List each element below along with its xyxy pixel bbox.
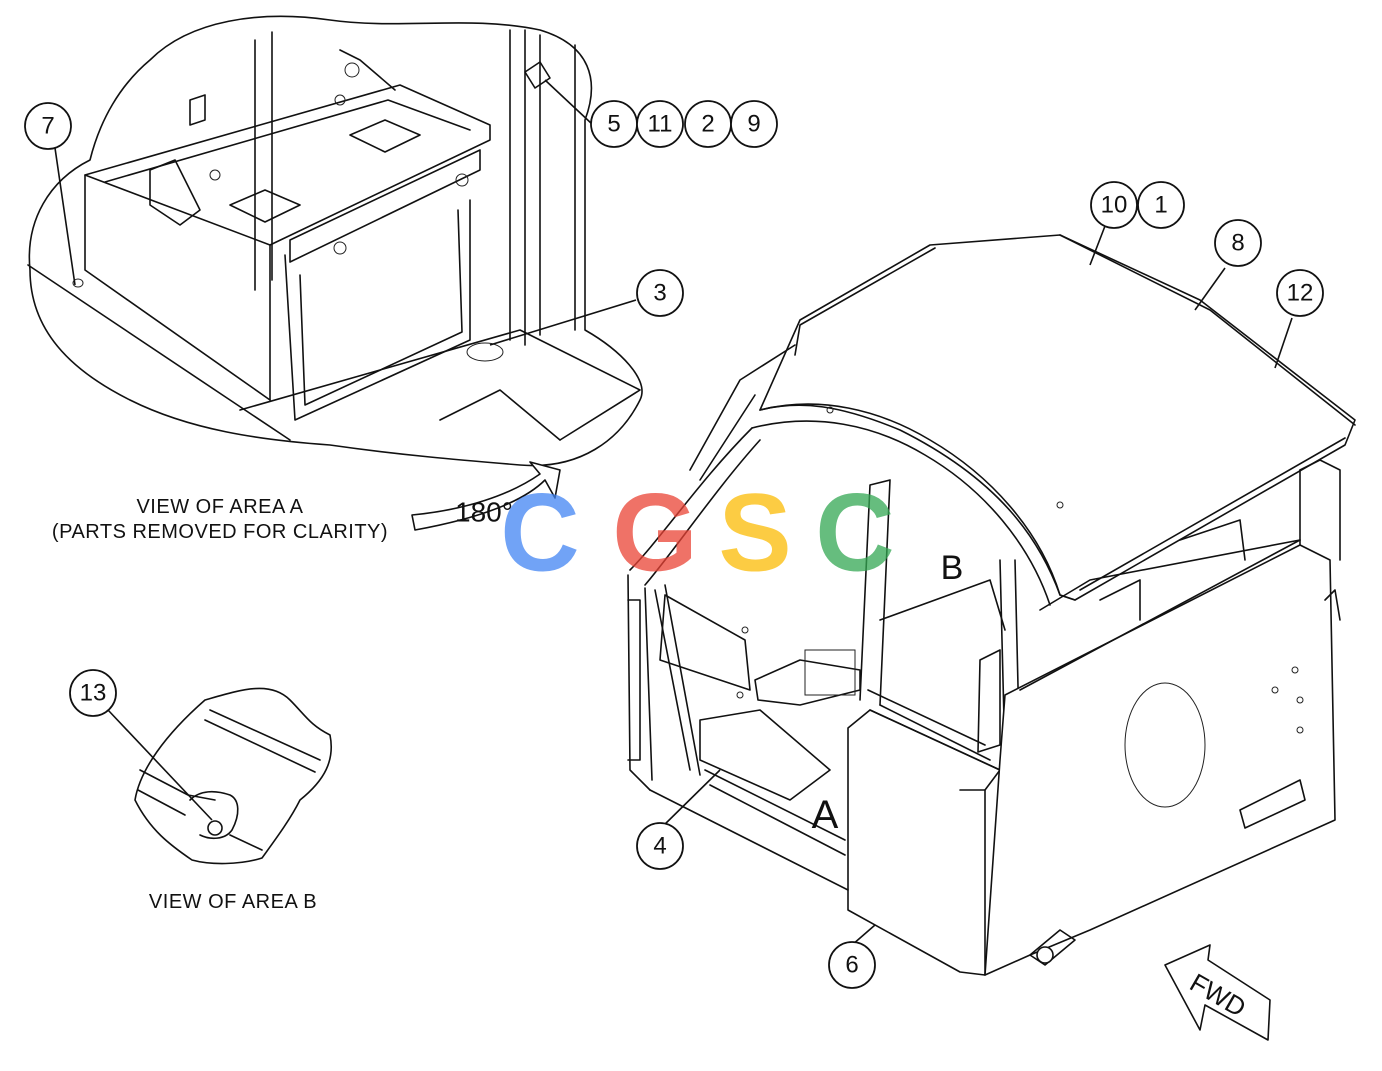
svg-text:9: 9 bbox=[747, 111, 760, 138]
watermark: C G S C bbox=[500, 472, 894, 595]
svg-text:5: 5 bbox=[607, 111, 620, 138]
right-side-panel bbox=[984, 544, 1336, 976]
callout-3: 3 bbox=[636, 269, 684, 317]
front-console bbox=[847, 709, 1001, 976]
callout-2: 2 bbox=[684, 100, 732, 148]
svg-text:3: 3 bbox=[653, 280, 666, 307]
watermark-letter-4: C bbox=[815, 472, 894, 595]
callout-11: 11 bbox=[636, 100, 684, 148]
svg-text:7: 7 bbox=[41, 113, 54, 140]
svg-text:12: 12 bbox=[1287, 280, 1314, 307]
area-a-caption-line2: (PARTS REMOVED FOR CLARITY) bbox=[52, 521, 388, 543]
callout-13: 13 bbox=[69, 669, 117, 717]
area-label-a: A bbox=[812, 793, 839, 837]
fwd-arrow: FWD bbox=[1164, 944, 1271, 1041]
watermark-letter-1: C bbox=[500, 472, 579, 595]
callout-1: 1 bbox=[1137, 181, 1185, 229]
svg-text:10: 10 bbox=[1101, 192, 1128, 219]
callout-8: 8 bbox=[1214, 219, 1262, 267]
leader-lines bbox=[54, 79, 1293, 946]
side-window-opening bbox=[1124, 682, 1206, 808]
svg-text:8: 8 bbox=[1231, 230, 1244, 257]
area-a-caption-line1: VIEW OF AREA A bbox=[136, 496, 303, 518]
watermark-letter-2: G bbox=[612, 472, 698, 595]
svg-text:11: 11 bbox=[648, 111, 673, 138]
area-b-caption: VIEW OF AREA B bbox=[149, 891, 317, 913]
area-a-detail bbox=[27, 15, 643, 467]
callout-7: 7 bbox=[24, 102, 72, 150]
rotation-label: 180° bbox=[455, 497, 513, 528]
callout-12: 12 bbox=[1276, 269, 1324, 317]
area-b-outline bbox=[134, 687, 332, 865]
area-a-outline bbox=[28, 15, 643, 467]
callout-6: 6 bbox=[828, 941, 876, 989]
svg-text:1: 1 bbox=[1154, 192, 1167, 219]
cab-assembly bbox=[627, 234, 1356, 976]
svg-text:6: 6 bbox=[845, 952, 858, 979]
area-label-b: B bbox=[941, 549, 964, 587]
svg-text:2: 2 bbox=[701, 111, 714, 138]
rotation-arrow: 180° bbox=[411, 461, 561, 531]
callout-4: 4 bbox=[636, 822, 684, 870]
watermark-letter-3: S bbox=[718, 472, 791, 595]
callout-5: 5 bbox=[590, 100, 638, 148]
area-b-detail bbox=[134, 687, 332, 865]
callout-9: 9 bbox=[730, 100, 778, 148]
callout-10: 10 bbox=[1090, 181, 1138, 229]
svg-text:4: 4 bbox=[653, 833, 666, 860]
svg-text:13: 13 bbox=[80, 680, 107, 707]
